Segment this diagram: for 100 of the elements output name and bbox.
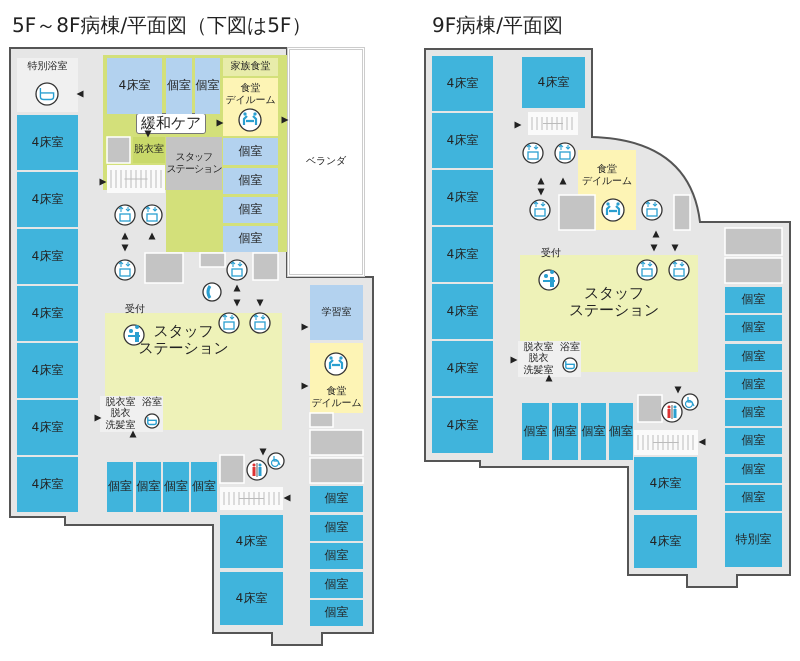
room-label: 個室 (742, 406, 766, 420)
room-label: スタッフ (176, 152, 212, 164)
room-label: 個室 (136, 480, 160, 494)
room-label: 脱衣 (528, 353, 548, 364)
patient-room (17, 115, 78, 170)
room-label: 洗髪室 (524, 364, 554, 376)
room-label: 個室 (524, 424, 548, 438)
room-label: 4床室 (32, 250, 64, 264)
patient-room (17, 457, 78, 512)
room-label: ステーション (166, 164, 222, 175)
patient-room (552, 403, 578, 460)
changing-room (133, 137, 165, 163)
room-label: 特別浴室 (28, 61, 68, 72)
patient-room (432, 170, 493, 225)
room-label: 浴室 (142, 397, 162, 408)
room-label: 4床室 (32, 306, 64, 320)
room-label: 脱衣室 (134, 144, 164, 156)
patient-room (310, 572, 363, 598)
patient-room (17, 172, 78, 227)
room-label: 個室 (742, 378, 766, 392)
room-label: 食堂 (326, 386, 346, 398)
room-label: 脱衣室 (106, 396, 136, 408)
patient-room (522, 57, 585, 108)
room-label: スタッフ (584, 285, 644, 302)
changing-room (100, 396, 141, 432)
patient-room (17, 343, 78, 398)
room-label: 浴室 (560, 342, 580, 354)
patient-room (17, 286, 78, 341)
room-label: デイルーム (226, 94, 276, 106)
room-label: 4床室 (650, 476, 682, 490)
patient-room (223, 168, 278, 194)
room-label: 特別室 (736, 533, 772, 547)
room-label: ベランダ (306, 156, 346, 168)
room-label: 4床室 (32, 192, 64, 206)
family-dining-room (223, 58, 278, 76)
room-label: 4床室 (32, 364, 64, 378)
patient-room (725, 456, 782, 482)
room-label: 個室 (553, 424, 577, 438)
patient-room (191, 462, 217, 512)
room-label: 食堂 (240, 83, 260, 94)
room-label: 4床室 (118, 79, 150, 93)
patient-room (432, 284, 493, 339)
patient-room (634, 457, 697, 510)
room-label: 個室 (582, 424, 606, 438)
room-label: 4床室 (446, 190, 478, 204)
patient-room (432, 56, 493, 111)
room-label: 個室 (324, 492, 348, 506)
patient-room (609, 403, 633, 460)
room-label: 4床室 (236, 592, 268, 606)
room-label: 4床室 (32, 136, 64, 150)
patient-room (220, 572, 283, 625)
room-label: デイルーム (582, 176, 632, 187)
patient-room (223, 197, 278, 223)
room-label: 個室 (742, 490, 766, 505)
patient-room (220, 515, 283, 568)
zone-title: 緩和ケア (136, 113, 206, 134)
patient-room (310, 514, 363, 540)
room-label: 個室 (324, 549, 348, 563)
patient-room (163, 462, 189, 512)
patient-room (522, 403, 549, 460)
room-label: デイルーム (312, 398, 362, 409)
room-label: 個室 (192, 480, 216, 494)
patient-room (107, 462, 133, 512)
patient-room (725, 315, 782, 342)
patient-room (725, 513, 782, 567)
patient-room (17, 400, 78, 455)
room-label: 個室 (742, 293, 766, 307)
room-label: 個室 (238, 144, 262, 158)
patient-room (725, 372, 782, 398)
patient-room (17, 229, 78, 284)
room-label: 個室 (164, 480, 188, 494)
room-label: 4床室 (446, 362, 478, 376)
patient-room (725, 428, 782, 454)
room-label: 個室 (238, 232, 262, 246)
room-label: 食堂 (597, 164, 617, 176)
room-label: 4床室 (32, 420, 64, 434)
patient-room (432, 113, 493, 168)
patient-room (310, 600, 363, 626)
reception-label: 受付 (541, 246, 561, 260)
room-label: 個室 (742, 434, 766, 448)
room-label: 4床室 (236, 534, 268, 548)
patient-room (223, 226, 278, 252)
room-label: 洗髪室 (106, 420, 136, 432)
room-label: 脱衣 (110, 408, 130, 420)
room-label: 個室 (742, 350, 766, 364)
room-label: 個室 (742, 462, 766, 476)
room-label: 4床室 (446, 304, 478, 318)
reception-label: 受付 (125, 302, 145, 316)
room-label: 脱衣室 (524, 342, 554, 353)
patient-room (725, 287, 782, 313)
room-label: 個室 (609, 424, 633, 438)
patient-room (195, 58, 220, 114)
patient-room (581, 403, 606, 460)
patient-room (634, 515, 697, 568)
room-label: 4床室 (446, 418, 478, 432)
patient-room (166, 58, 192, 114)
patient-room (725, 344, 782, 370)
patient-room (107, 58, 162, 114)
floor-plan-title: 9F病棟/平面図 (432, 12, 563, 39)
patient-room (725, 484, 782, 511)
